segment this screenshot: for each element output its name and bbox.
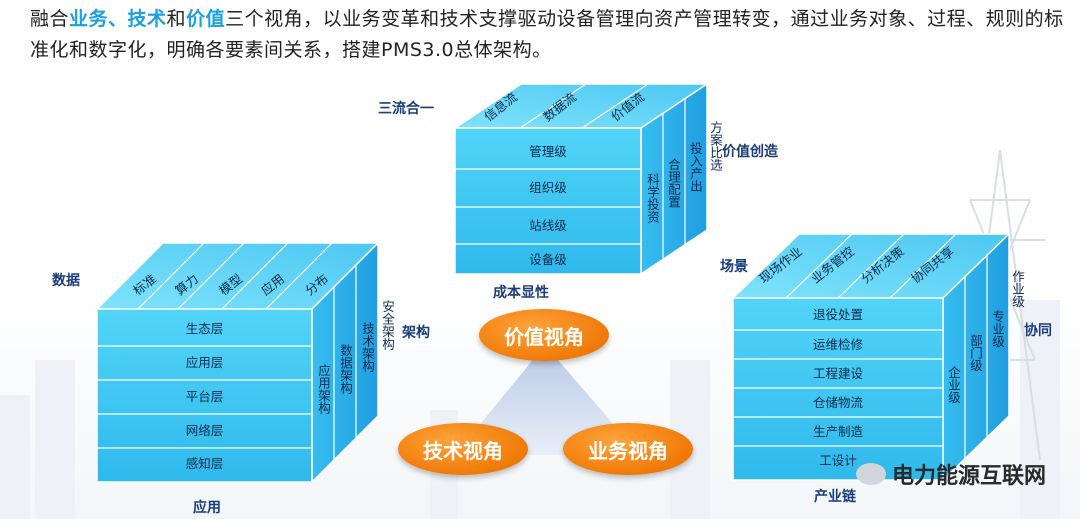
right-side-label: 企业级 [946,366,961,404]
label-architecture: 架构 [402,325,430,341]
right-front-row: 仓储物流 [812,395,863,410]
label-value-creation: 价值创造 [722,144,778,160]
top-front-row: 设备级 [529,252,567,267]
label-cost-visible: 成本显性 [493,285,549,301]
cube-right [731,232,1011,482]
label-industry-chain: 产业链 [814,489,856,505]
right-front-row: 生产制造 [812,424,863,439]
label-three-flows: 三流合一 [378,101,434,117]
top-side-label: 科学投资 [645,173,660,223]
right-front-row: 退役处置 [812,307,863,322]
business-perspective-bubble: 业务视角 [563,423,693,475]
top-side-label: 投入产出 [688,142,703,192]
tech-perspective-bubble: 技术视角 [398,423,528,475]
intro-part: 三个视角，以业务变革和技术支撑驱动设备管理向资产管理转变，通过业务对象、过程、规… [30,8,1064,61]
left-front-row: 平台层 [185,389,224,404]
cube-top [452,82,710,276]
left-front-row: 应用层 [185,355,224,370]
label-synergy: 协同 [1024,323,1052,339]
intro-part: 和 [166,8,187,30]
top-front-row: 站线级 [529,218,567,233]
left-front-row: 生态层 [185,321,224,336]
intro-part: 融合 [30,8,70,30]
left-front-row: 感知层 [185,456,224,471]
skyline-decoration [0,300,1060,519]
right-side-label: 作业级 [1010,270,1025,308]
right-front-row: 运维检修 [812,337,863,352]
right-front-row: 工程建设 [812,366,863,381]
left-side-label: 技术架构 [360,322,375,372]
intro-text: 融合业务、技术和价值三个视角，以业务变革和技术支撑驱动设备管理向资产管理转变，通… [30,4,1070,66]
left-side-label: 安全架构 [380,300,395,350]
label-application: 应用 [193,500,221,516]
label-scene: 场景 [720,259,748,275]
watermark: 电力能源互联网 [855,458,1046,490]
value-perspective-bubble: 价值视角 [479,309,609,361]
right-side-label: 专业级 [990,310,1005,348]
watermark-text: 电力能源互联网 [891,464,1046,489]
intro-highlight: 价值 [186,8,226,30]
intro-highlight: 业务、 [69,8,128,30]
left-side-label: 应用架构 [316,364,331,414]
top-front-row: 组织级 [529,180,567,195]
top-front-row: 管理级 [529,144,567,159]
top-side-label: 方案比选 [708,121,723,171]
right-front-row: 工设计 [819,453,857,468]
top-side-label: 合理配置 [666,158,681,208]
cube-left [95,241,380,484]
left-side-label: 数据架构 [338,344,353,394]
wechat-icon [855,463,886,485]
intro-highlight: 技术 [127,8,167,30]
left-front-row: 网络层 [185,423,224,438]
label-data: 数据 [52,273,80,289]
right-side-label: 部门级 [968,334,983,372]
